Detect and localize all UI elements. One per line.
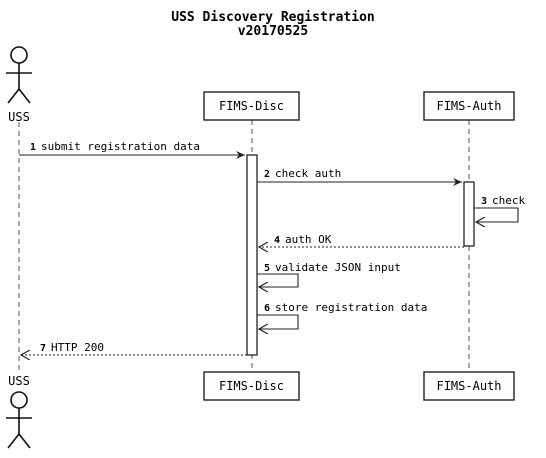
message-3-number: 3 (481, 196, 487, 207)
participant-fims-auth-bottom: FIMS-Auth (423, 371, 515, 401)
message-5-label: validate JSON input (275, 261, 401, 274)
actor-uss-top (6, 46, 32, 104)
diagram-version: v20170525 (238, 24, 308, 39)
message-2-number: 2 (264, 169, 270, 180)
participant-fims-auth-bottom-label: FIMS-Auth (436, 379, 501, 393)
message-4-number: 4 (274, 235, 280, 246)
message-3-arrow (474, 207, 519, 222)
actor-left-leg-icon (7, 433, 20, 449)
participant-fims-auth-top-label: FIMS-Auth (436, 99, 501, 113)
participant-uss-top-label: USS (8, 110, 30, 124)
actor-uss-bottom (6, 391, 32, 449)
participant-fims-auth-top: FIMS-Auth (423, 91, 515, 121)
message-6: 6 store registration data (257, 301, 427, 329)
participant-uss-bottom-label: USS (8, 374, 30, 388)
activation-fims-disc (246, 154, 258, 356)
activation-fims-auth (463, 181, 475, 247)
message-1-label: submit registration data (41, 140, 200, 153)
participant-fims-disc-bottom: FIMS-Disc (203, 371, 300, 401)
message-7-number: 7 (40, 343, 46, 354)
message-7: 7 HTTP 200 (21, 341, 247, 355)
message-4-label: auth OK (285, 233, 332, 246)
message-1-number: 1 (30, 142, 36, 153)
message-5-arrow (257, 273, 299, 287)
message-1: 1 submit registration data (19, 140, 245, 159)
message-2: 2 check auth (257, 167, 462, 186)
participant-fims-disc-top: FIMS-Disc (203, 91, 300, 121)
message-5: 5 validate JSON input (257, 261, 401, 287)
actor-head-icon (10, 46, 28, 64)
message-5-number: 5 (264, 263, 270, 274)
participant-fims-disc-top-label: FIMS-Disc (219, 99, 284, 113)
message-3: 3 check (474, 194, 525, 222)
message-6-number: 6 (264, 303, 270, 314)
message-3-label: check (492, 194, 525, 207)
actor-head-icon (10, 391, 28, 409)
message-4: 4 auth OK (259, 233, 464, 247)
message-6-arrow (257, 314, 299, 329)
message-6-label: store registration data (275, 301, 427, 314)
diagram-title: USS Discovery Registration (171, 10, 375, 25)
message-2-label: check auth (275, 167, 341, 180)
message-7-label: HTTP 200 (51, 341, 104, 354)
actor-right-leg-icon (18, 433, 31, 449)
participant-fims-disc-bottom-label: FIMS-Disc (219, 379, 284, 393)
actor-right-leg-icon (18, 88, 31, 104)
actor-left-leg-icon (7, 88, 20, 104)
